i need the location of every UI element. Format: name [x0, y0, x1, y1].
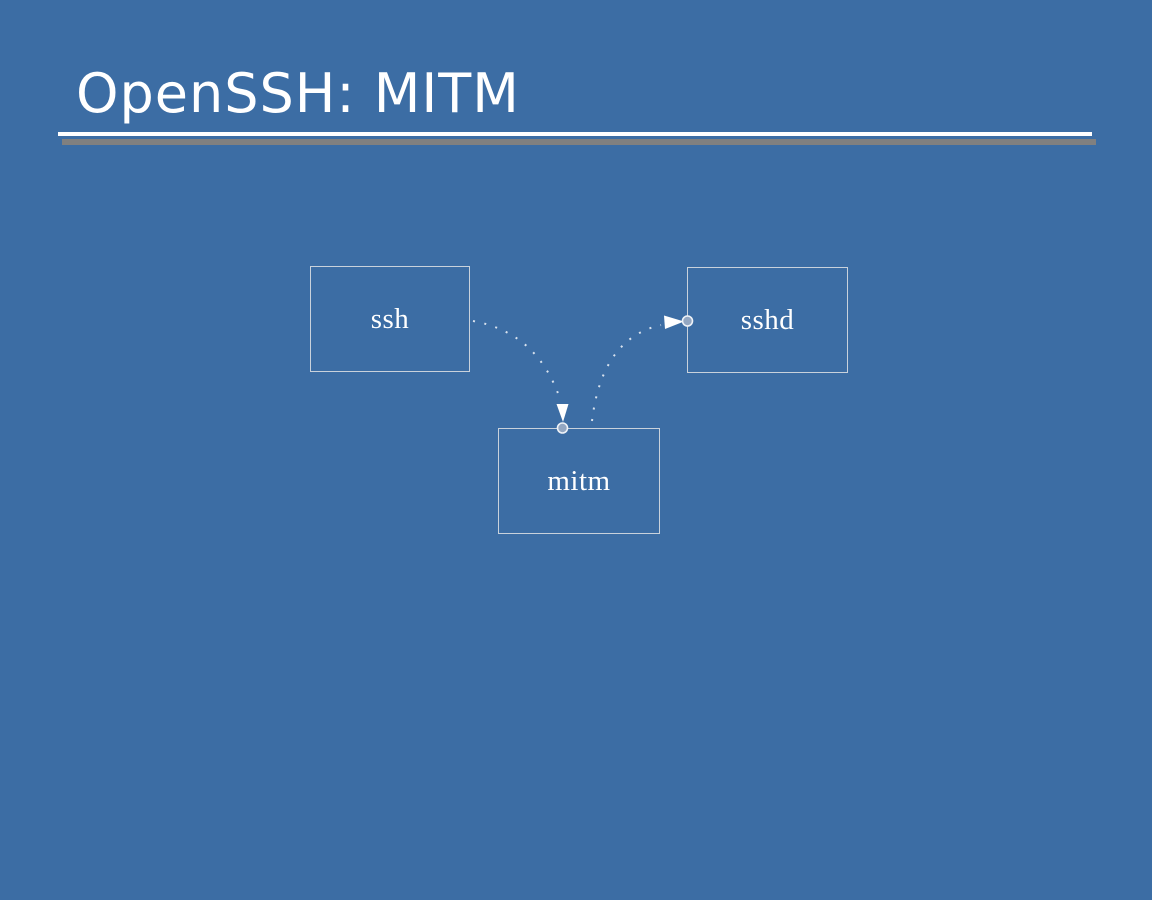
edge-ssh-to-mitm — [472, 320, 562, 403]
node-ssh: ssh — [310, 266, 470, 372]
title-rule — [58, 132, 1092, 136]
arrowhead-right-icon — [664, 315, 684, 329]
edge-mitm-to-sshd — [591, 324, 662, 422]
node-sshd-label: sshd — [740, 303, 795, 336]
node-sshd: sshd — [687, 267, 848, 373]
node-mitm-label: mitm — [547, 464, 611, 497]
node-ssh-label: ssh — [370, 302, 410, 335]
slide-title: OpenSSH: MITM — [76, 62, 520, 125]
title-rule-shadow — [62, 139, 1096, 145]
node-mitm: mitm — [498, 428, 660, 534]
arrowhead-down-icon — [556, 404, 569, 422]
